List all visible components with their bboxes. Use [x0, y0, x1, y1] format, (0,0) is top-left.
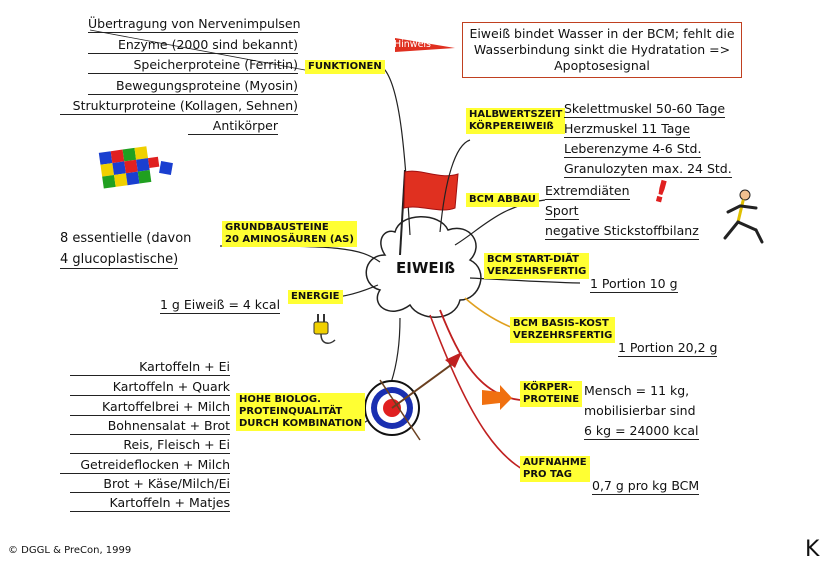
runner-icon [723, 189, 764, 244]
energie-label: ENERGIE [288, 290, 343, 304]
funktion-item: Übertragung von Nervenimpulsen [88, 16, 301, 33]
funktionen-label: FUNKTIONEN [305, 60, 385, 74]
halbwertszeit-item: Skelettmuskel 50-60 Tage [564, 101, 726, 118]
center-label: EIWEIß [396, 259, 455, 277]
orange-arrow [482, 385, 512, 410]
kombination-item: Reis, Fleisch + Ei [70, 437, 230, 454]
koerper-line: Mensch = 11 kg, [584, 383, 690, 398]
koerper-label: KÖRPER-PROTEINE [520, 381, 583, 407]
halbwertszeit-item: Herzmuskel 11 Tage [564, 121, 691, 138]
aufnahme-text: 0,7 g pro kg BCM [592, 478, 700, 495]
hinweis-box: Eiweiß bindet Wasser in der BCM; fehlt d… [462, 22, 742, 78]
bcm-abbau-label: BCM ABBAU [466, 193, 539, 207]
flag-icon [403, 170, 459, 211]
funktion-item: Speicherproteine (Ferritin) [88, 57, 298, 74]
kombination-item: Bohnensalat + Brot [70, 418, 230, 435]
bcm-abbau-item: Sport [545, 203, 579, 220]
plug-icon [313, 314, 336, 344]
halbwertszeit-item: Granulozyten max. 24 Std. [564, 161, 732, 178]
halbwertszeit-item: Leberenzyme 4-6 Std. [564, 141, 702, 158]
kombination-item: Kartoffeln + Matjes [70, 495, 230, 512]
bcm-abbau-item: negative Stickstoffbilanz [545, 223, 699, 240]
bcm-start-text: 1 Portion 10 g [590, 276, 678, 293]
kombination-item: Kartoffelbrei + Milch [70, 399, 230, 416]
kombination-item: Getreideflocken + Milch [60, 457, 230, 474]
grundbausteine-line: 4 glucoplastische) [60, 252, 179, 269]
energie-text: 1 g Eiweiß = 4 kcal [160, 297, 281, 314]
funktion-item: Antikörper [188, 118, 278, 135]
funktion-item: Enzyme (2000 sind bekannt) [88, 37, 298, 54]
kombination-item: Kartoffeln + Quark [70, 379, 230, 396]
hinweis-tag: Hinweis [394, 39, 432, 50]
kombination-item: Brot + Käse/Milch/Ei [70, 476, 230, 493]
koerper-line: 6 kg = 24000 kcal [584, 423, 699, 440]
bcm-basis-text: 1 Portion 20,2 g [618, 340, 718, 357]
bcm-abbau-item: Extremdiäten [545, 183, 630, 200]
copyright: © DGGL & PreCon, 1999 [8, 545, 132, 556]
puzzle-icon [98, 146, 160, 189]
grundbausteine-line: 8 essentielle (davon [60, 231, 192, 246]
funktion-item: Strukturproteine (Kollagen, Sehnen) [60, 98, 298, 115]
koerper-line: mobilisierbar sind [584, 403, 696, 418]
corner-letter: K [805, 537, 820, 562]
hinweis-pennant [395, 38, 455, 52]
target-icon [364, 352, 462, 441]
funktion-item: Bewegungsproteine (Myosin) [88, 78, 298, 95]
kombination-item: Kartoffeln + Ei [70, 359, 230, 376]
